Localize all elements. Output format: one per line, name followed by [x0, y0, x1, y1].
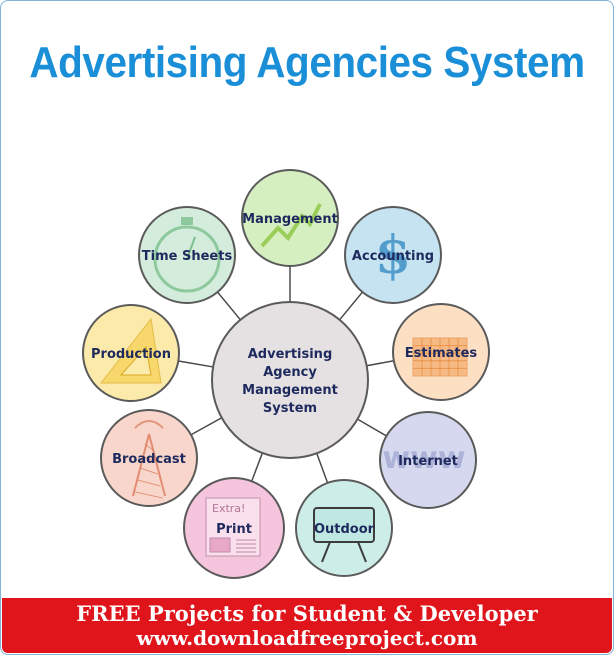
center-node-circle: [211, 301, 369, 459]
node-time-sheets: Time Sheets: [138, 206, 236, 304]
www-icon: www: [382, 441, 465, 476]
node-production-label: Production: [91, 347, 171, 362]
node-broadcast-label: Broadcast: [112, 452, 186, 467]
footer-banner: FREE Projects for Student & Developer ww…: [2, 598, 612, 653]
node-broadcast: Broadcast: [100, 409, 198, 507]
newspaper-icon-text: Extra!: [212, 502, 245, 515]
newspaper-icon: Extra!: [205, 497, 261, 557]
node-time-sheets-label: Time Sheets: [142, 249, 233, 264]
node-estimates-label: Estimates: [405, 346, 478, 361]
stopwatch-icon: [153, 217, 221, 293]
node-internet-circle: [379, 411, 477, 509]
node-management: Management: [241, 169, 339, 267]
connector-print: [250, 452, 264, 482]
node-accounting-label: Accounting: [352, 249, 434, 264]
footer-tagline: FREE Projects for Student & Developer: [76, 601, 538, 626]
node-print: Extra! Print: [183, 477, 285, 579]
center-label-line: System: [263, 401, 317, 416]
center-label-line: Agency: [263, 365, 317, 380]
node-broadcast-circle: [100, 409, 198, 507]
antenna-tower-icon: [132, 420, 166, 499]
connector-outdoor: [316, 453, 329, 484]
spreadsheet-icon: [412, 337, 468, 377]
page-title: Advertising Agencies System: [29, 38, 585, 87]
connector-internet: [357, 418, 387, 437]
node-internet-label: Internet: [398, 454, 458, 469]
connector-production: [178, 360, 214, 368]
connector-broadcast: [190, 417, 223, 436]
set-square-icon: [99, 317, 162, 384]
connector-lines: [178, 266, 394, 484]
billboard-icon: [313, 507, 375, 563]
node-production: Production: [82, 304, 180, 402]
node-accounting-circle: [344, 206, 442, 304]
connector-accounting: [339, 291, 364, 321]
svg-text:$: $: [375, 225, 411, 286]
node-outdoor-label: Outdoor: [314, 522, 375, 537]
center-label-line: Advertising: [248, 347, 333, 362]
center-label-line: Management: [242, 383, 338, 398]
node-management-label: Management: [242, 212, 338, 227]
node-accounting: $Accounting: [344, 206, 442, 304]
node-outdoor: Outdoor: [295, 479, 393, 577]
node-print-label: Print: [216, 522, 252, 537]
node-estimates: Estimates: [392, 303, 490, 401]
svg-text:www: www: [382, 441, 465, 476]
growth-chart-icon: [260, 203, 322, 248]
footer-website-link[interactable]: www.downloadfreeproject.com: [136, 626, 478, 650]
connector-estimates: [366, 360, 394, 367]
connector-time-sheets: [216, 291, 241, 321]
dollar-sign-icon: $: [375, 225, 411, 286]
